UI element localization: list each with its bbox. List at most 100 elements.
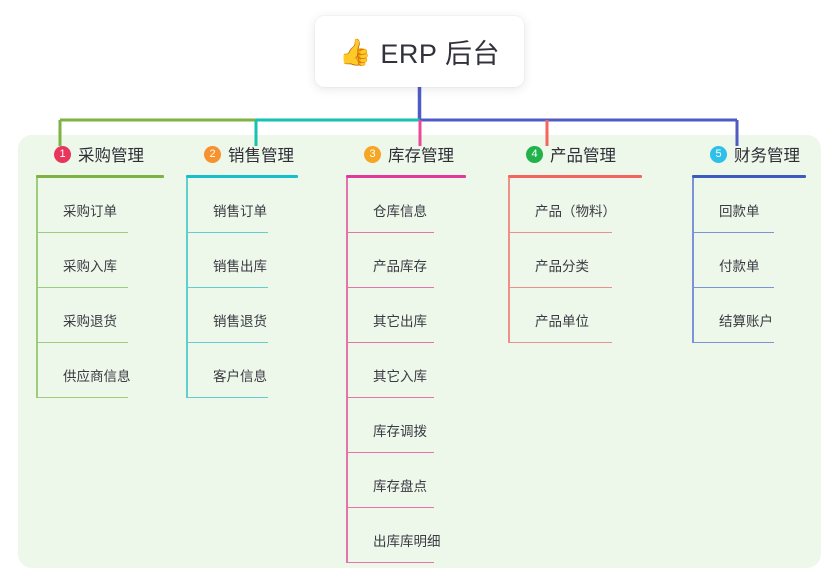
leaf-rule <box>508 286 612 288</box>
leaf-item[interactable]: 产品分类 <box>508 233 642 288</box>
leaf-rule <box>186 231 268 233</box>
leaf-label: 其它入库 <box>373 369 427 384</box>
leaf-rail <box>346 178 348 233</box>
leaf-rail <box>692 233 694 288</box>
leaf-rail <box>346 508 348 563</box>
leaf-rule <box>692 231 774 233</box>
leaf-list: 销售订单销售出库销售退货客户信息 <box>186 178 298 398</box>
leaf-label: 回款单 <box>719 204 760 219</box>
column-2: 2 销售管理销售订单销售出库销售退货客户信息 <box>186 135 298 398</box>
leaf-item[interactable]: 采购订单 <box>36 178 164 233</box>
leaf-rule <box>36 231 128 233</box>
leaf-label: 采购退货 <box>63 314 117 329</box>
leaf-item[interactable]: 库存盘点 <box>346 453 466 508</box>
leaf-rail <box>36 233 38 288</box>
column-title-label: 销售管理 <box>228 147 294 165</box>
leaf-rule <box>346 286 434 288</box>
leaf-rail <box>346 398 348 453</box>
leaf-rule <box>692 286 774 288</box>
leaf-rail <box>346 453 348 508</box>
column-header-2[interactable]: 2 销售管理 <box>186 135 298 173</box>
leaf-label: 其它出库 <box>373 314 427 329</box>
leaf-label: 出库库明细 <box>373 534 441 549</box>
thumbs-up-icon: 👍 <box>339 36 372 67</box>
leaf-item[interactable]: 其它入库 <box>346 343 466 398</box>
leaf-item[interactable]: 销售订单 <box>186 178 298 233</box>
column-header-rule <box>508 175 642 178</box>
leaf-label: 产品库存 <box>373 259 427 274</box>
leaf-item[interactable]: 其它出库 <box>346 288 466 343</box>
root-title-card[interactable]: 👍 ERP 后台 <box>315 16 524 87</box>
leaf-label: 销售出库 <box>213 259 267 274</box>
leaf-rule <box>186 286 268 288</box>
leaf-label: 结算账户 <box>719 314 773 329</box>
leaf-item[interactable]: 销售出库 <box>186 233 298 288</box>
leaf-rule <box>508 341 612 343</box>
column-header-rule <box>186 175 298 178</box>
leaf-label: 付款单 <box>719 259 760 274</box>
leaf-item[interactable]: 采购入库 <box>36 233 164 288</box>
leaf-label: 库存盘点 <box>373 479 427 494</box>
leaf-rule <box>346 561 434 563</box>
leaf-label: 采购入库 <box>63 259 117 274</box>
column-header-rule <box>692 175 806 178</box>
leaf-label: 采购订单 <box>63 204 117 219</box>
leaf-item[interactable]: 出库库明细 <box>346 508 466 563</box>
leaf-rail <box>508 288 510 343</box>
leaf-item[interactable]: 销售退货 <box>186 288 298 343</box>
leaf-rail <box>36 343 38 398</box>
leaf-list: 采购订单采购入库采购退货供应商信息 <box>36 178 164 398</box>
column-title-label: 产品管理 <box>550 147 616 165</box>
leaf-rule <box>346 451 434 453</box>
leaf-rail <box>508 233 510 288</box>
leaf-item[interactable]: 客户信息 <box>186 343 298 398</box>
leaf-item[interactable]: 回款单 <box>692 178 806 233</box>
leaf-label: 供应商信息 <box>63 369 131 384</box>
column-header-rule <box>36 175 164 178</box>
leaf-label: 库存调拨 <box>373 424 427 439</box>
leaf-rail <box>36 288 38 343</box>
leaf-label: 客户信息 <box>213 369 267 384</box>
column-number-badge: 5 <box>710 145 727 163</box>
column-header-rule <box>346 175 466 178</box>
leaf-item[interactable]: 付款单 <box>692 233 806 288</box>
column-number-badge: 4 <box>526 145 543 163</box>
leaf-rail <box>692 288 694 343</box>
leaf-item[interactable]: 产品（物料） <box>508 178 642 233</box>
leaf-rule <box>346 396 434 398</box>
leaf-rule <box>36 286 128 288</box>
leaf-list: 仓库信息产品库存其它出库其它入库库存调拨库存盘点出库库明细 <box>346 178 466 563</box>
leaf-rail <box>186 233 188 288</box>
leaf-list: 回款单付款单结算账户 <box>692 178 806 343</box>
leaf-label: 仓库信息 <box>373 204 427 219</box>
leaf-rule <box>186 341 268 343</box>
leaf-label: 产品分类 <box>535 259 589 274</box>
leaf-item[interactable]: 库存调拨 <box>346 398 466 453</box>
column-title-label: 库存管理 <box>388 147 454 165</box>
leaf-item[interactable]: 产品库存 <box>346 233 466 288</box>
leaf-rail <box>346 233 348 288</box>
leaf-rail <box>186 288 188 343</box>
diagram-panel <box>18 135 821 568</box>
leaf-item[interactable]: 结算账户 <box>692 288 806 343</box>
leaf-rule <box>186 396 268 398</box>
leaf-item[interactable]: 产品单位 <box>508 288 642 343</box>
leaf-rail <box>186 178 188 233</box>
leaf-rule <box>36 341 128 343</box>
leaf-item[interactable]: 仓库信息 <box>346 178 466 233</box>
leaf-label: 产品单位 <box>535 314 589 329</box>
leaf-rail <box>346 288 348 343</box>
leaf-list: 产品（物料） 产品分类产品单位 <box>508 178 642 343</box>
leaf-item[interactable]: 供应商信息 <box>36 343 164 398</box>
column-header-4[interactable]: 4 产品管理 <box>508 135 642 173</box>
column-number-badge: 2 <box>204 145 221 163</box>
leaf-item[interactable]: 采购退货 <box>36 288 164 343</box>
leaf-rail <box>692 178 694 233</box>
